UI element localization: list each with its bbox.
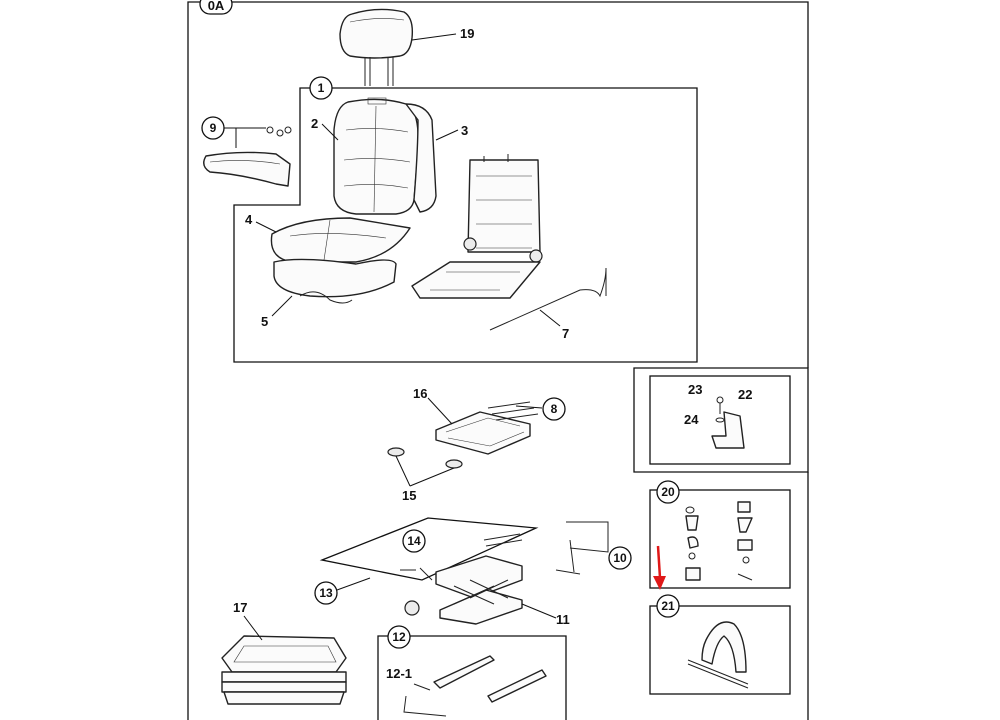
callout-12: 12 — [392, 630, 406, 644]
group-box-21: 21 — [649, 594, 791, 695]
callout-15: 15 — [402, 488, 416, 503]
group-box-12: 12 12-1 — [377, 625, 567, 720]
callout-24: 24 — [684, 412, 699, 427]
red-highlight-arrow — [653, 545, 666, 590]
headrest-19: 19 — [339, 8, 474, 86]
callout-22: 22 — [738, 387, 752, 402]
outer-frame: 0A — [187, 0, 809, 720]
callout-8: 8 — [551, 402, 558, 416]
bellows-17: 17 — [221, 600, 347, 705]
callout-5: 5 — [261, 314, 268, 329]
callout-4: 4 — [245, 212, 253, 227]
callout-20: 20 — [661, 485, 675, 499]
callout-1: 1 — [318, 81, 325, 95]
cable-7: 7 — [489, 267, 607, 341]
backrest-2-3: 2 3 — [311, 97, 468, 215]
seat-frame — [411, 154, 543, 299]
callout-10: 10 — [613, 551, 627, 565]
callout-2: 2 — [311, 116, 318, 131]
callout-17: 17 — [233, 600, 247, 615]
callout-12-1: 12-1 — [386, 666, 412, 681]
callout-7: 7 — [562, 326, 569, 341]
suspension-assembly: 14 13 11 10 — [314, 517, 632, 627]
callout-16: 16 — [413, 386, 427, 401]
callout-9: 9 — [210, 121, 217, 135]
callout-3: 3 — [461, 123, 468, 138]
slide-rails-16-8: 16 8 — [413, 386, 566, 455]
callout-13: 13 — [319, 586, 333, 600]
group-box-22-24: 23 22 24 — [633, 367, 809, 473]
armrest-9: 9 — [201, 116, 292, 187]
callout-21: 21 — [661, 599, 675, 613]
group-box-20: 20 — [649, 480, 791, 589]
callout-14: 14 — [407, 534, 421, 548]
callout-23: 23 — [688, 382, 702, 397]
callout-19: 19 — [460, 26, 474, 41]
feet-15: 15 — [387, 447, 463, 503]
seat-cushion-4-5: 4 5 — [245, 212, 411, 329]
callout-11: 11 — [556, 612, 570, 627]
group-box-1: 1 — [233, 76, 698, 363]
diagram-title: 0A — [208, 0, 225, 13]
